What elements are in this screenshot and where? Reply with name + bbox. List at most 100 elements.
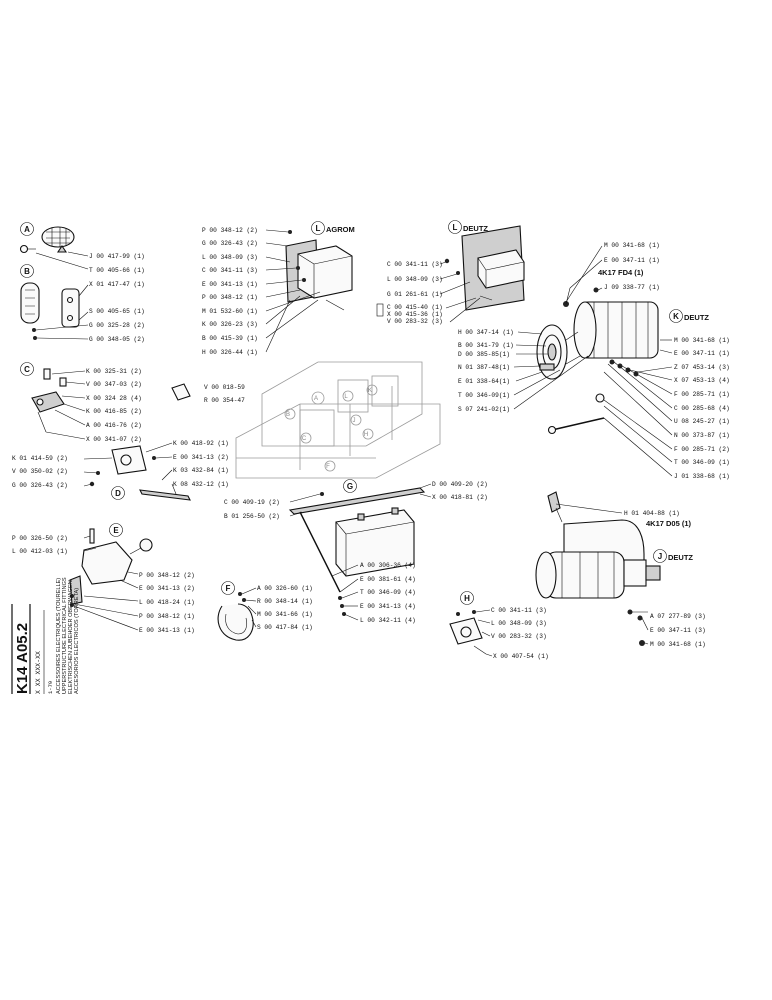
switch-knob-icon (139, 538, 153, 552)
part-label: Z 07 453-14 (3) (674, 364, 730, 371)
part-label: M 00 341-68 (1) (604, 242, 660, 249)
callout-e: E (113, 526, 119, 535)
part-label: C 00 415-40 (1) (387, 304, 443, 311)
section-l-agrom-regulator: L AGROM P 00 348-12 (2) G 00 326-43 (2) … (202, 221, 355, 356)
part-label: M 00 341-68 (1) (674, 337, 730, 344)
section-j-starter: J DEUTZ 4K17 D05 (1) H 01 404-88 (1) A 0… (535, 491, 706, 648)
callout-g: G (347, 482, 353, 491)
callout-d: D (115, 489, 121, 498)
part-label: L 00 342-11 (4) (360, 617, 416, 624)
svg-text:B: B (286, 412, 290, 418)
svg-text:F: F (326, 464, 330, 470)
part-label: A 07 277-89 (3) (650, 613, 706, 620)
part-label: V 00 018-59 (204, 384, 245, 391)
part-label: J 00 417-99 (1) (89, 253, 145, 260)
callout-k: K (673, 312, 679, 321)
part-label: X 00 407-54 (1) (493, 653, 549, 660)
model-4k17-fd4: 4K17 FD4 (1) (598, 268, 644, 277)
part-label: A 00 416-76 (2) (86, 422, 142, 429)
part-label: V 00 347-03 (2) (86, 381, 142, 388)
battery-strap-icon (288, 487, 426, 515)
callout-f: F (226, 584, 231, 593)
part-label: L 00 348-09 (3) (491, 620, 547, 627)
part-label: X 07 453-13 (4) (674, 377, 730, 384)
regulator-icon (297, 245, 353, 299)
part-label: P 00 348-12 (1) (202, 294, 258, 301)
part-label: L 00 348-09 (3) (387, 276, 443, 283)
part-label: K 08 432-12 (1) (173, 481, 229, 488)
part-label: J 01 338-68 (1) (674, 473, 730, 480)
section-l-deutz-regulator: L DEUTZ C 00 341-11 (3) L 00 348-09 (3) … (376, 220, 525, 325)
part-label: A 00 326-60 (1) (257, 585, 313, 592)
part-label: X 00 324 28 (4) (86, 395, 142, 402)
part-label: T 00 346-09 (1) (674, 459, 730, 466)
part-label: T 00 346-09 (4) (360, 589, 416, 596)
part-label: J 09 338-77 (1) (604, 284, 660, 291)
switch-blade-icon (139, 489, 191, 501)
sheet-number: X XX XXX-XX (35, 651, 42, 694)
regulator-icon (477, 249, 525, 289)
svg-text:J: J (353, 418, 356, 424)
part-label: T 00 405-66 (1) (89, 267, 145, 274)
part-label: M 00 341-68 (1) (650, 641, 706, 648)
part-label: F 00 285-71 (1) (674, 391, 730, 398)
part-label: E 00 341-13 (1) (202, 281, 258, 288)
part-label: A 00 306-36 (4) (360, 562, 416, 569)
part-label: K 00 416-85 (2) (86, 408, 142, 415)
callout-j: J (658, 552, 662, 561)
part-label: K 00 418-92 (1) (173, 440, 229, 447)
part-label: X 00 415-36 (1) (387, 311, 443, 318)
part-label: G 00 326-43 (2) (12, 482, 68, 489)
part-label: X 00 418-81 (2) (432, 494, 488, 501)
part-label: S 07 241-02(1) (458, 406, 510, 413)
callout-b: B (24, 267, 30, 276)
part-label: C 00 341-11 (3) (387, 261, 443, 268)
part-label: T 00 346-09(1) (458, 392, 510, 399)
part-label: K 00 326-23 (3) (202, 321, 258, 328)
part-label: H 00 347-14 (1) (458, 329, 514, 336)
part-label: B 01 256-50 (2) (224, 513, 280, 520)
part-label: P 00 326-50 (2) (12, 535, 68, 542)
part-label: C 00 409-19 (2) (224, 499, 280, 506)
section-d-relay-switch: K 00 418-92 (1) K 01 414-59 (2) V 00 350… (12, 440, 229, 501)
part-label: U 08 245-27 (1) (674, 418, 730, 425)
part-label: E 00 347-11 (1) (604, 257, 660, 264)
part-label: X 01 417-47 (1) (89, 281, 145, 288)
bracket-icon (61, 288, 80, 328)
svg-text:H: H (364, 432, 368, 438)
callout-h: H (464, 594, 470, 603)
part-label: E 00 341-13 (1) (139, 627, 195, 634)
part-label: M 00 341-66 (1) (257, 611, 313, 618)
part-label: E 00 341-13 (2) (139, 585, 195, 592)
brand-deutz-k: DEUTZ (684, 313, 709, 322)
section-g-battery: G C 00 409-19 (2) B 01 256-50 (2) D 00 4… (224, 479, 488, 624)
part-label: P 00 348-12 (2) (202, 227, 258, 234)
section-k-alternator: K DEUTZ 4K17 FD4 (1) M 00 341-68 (1) E 0… (458, 242, 730, 480)
brand-deutz-j: DEUTZ (668, 553, 693, 562)
section-a-work-lamp: A J 00 417-99 (1) T 00 405-66 (1) (19, 222, 145, 274)
terminal-block-icon (31, 391, 65, 413)
part-label: E 00 341-13 (4) (360, 603, 416, 610)
part-label: D 00 409-20 (2) (432, 481, 488, 488)
brand-agrom: AGROM (326, 225, 355, 234)
part-label: M 01 532-60 (1) (202, 308, 258, 315)
part-label: L 00 412-03 (1) (12, 548, 68, 555)
part-label: V 00 283-32 (3) (491, 633, 547, 640)
callout-l-agrom: L (316, 224, 321, 233)
section-h-socket: H C 00 341-11 (3) L 00 348-09 (3) V 00 2… (449, 591, 549, 660)
section-e-switch-assembly: E P 00 326-50 (2) L 00 412-03 (1) P 00 3… (12, 523, 195, 634)
title-en: UPPERSTRUCTURE ELECTRICAL FITTINGS (62, 577, 68, 694)
part-label: E 00 381-61 (4) (360, 576, 416, 583)
brand-deutz-l: DEUTZ (463, 224, 488, 233)
model-4k17-d05: 4K17 D05 (1) (646, 519, 692, 528)
part-label: R 00 348-14 (1) (257, 598, 313, 605)
part-label: L 00 348-09 (3) (202, 254, 258, 261)
part-label: G 00 325-28 (2) (89, 322, 145, 329)
part-label: P 00 348-12 (2) (139, 572, 195, 579)
svg-text:K: K (368, 388, 372, 394)
section-b-lamp-bracket: B X 01 417-47 (1) S 00 405-65 (1) G 00 3… (20, 264, 145, 343)
part-label: P 00 348-12 (1) (139, 613, 195, 620)
terminal-cap-icon (547, 491, 561, 513)
part-label: D 00 385-85(1) (458, 351, 510, 358)
